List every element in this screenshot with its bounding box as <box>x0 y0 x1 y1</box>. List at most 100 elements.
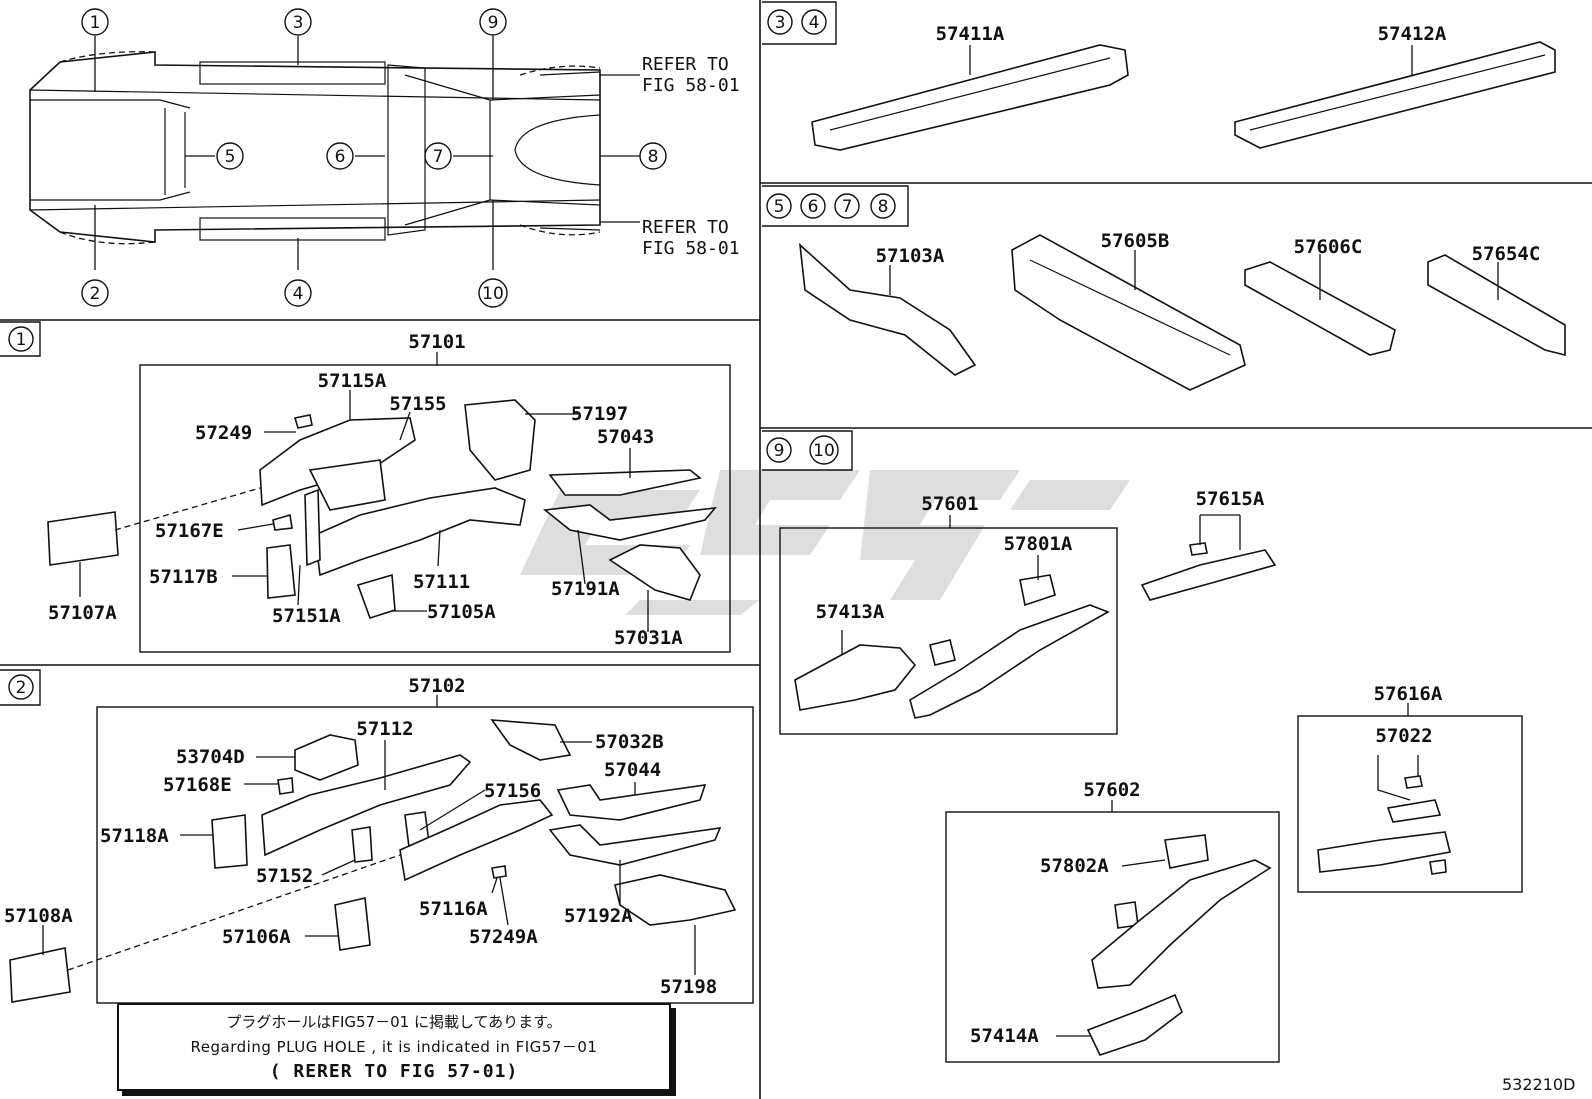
refer-lower-line1: REFER TO <box>642 217 729 238</box>
part-57155[interactable]: 57155 <box>389 393 446 415</box>
part-shape-57602-rail <box>1091 859 1272 989</box>
section-9-tag: 9 <box>774 441 785 461</box>
part-57107A[interactable]: 57107A <box>48 602 117 624</box>
part-shape-57103A <box>798 242 977 376</box>
callout-3: 3 <box>293 13 304 33</box>
refer-upper-line2[interactable]: FIG 58-01 <box>642 75 740 96</box>
group-57601[interactable]: 57601 <box>921 493 978 515</box>
section-1-tag: 1 <box>16 330 27 350</box>
section-10-tag: 10 <box>813 441 835 461</box>
section-9-10: 9 10 57601 57801A 57413A 57615A 57616A 5… <box>762 430 1523 1063</box>
part-57152[interactable]: 57152 <box>256 865 313 887</box>
part-57198[interactable]: 57198 <box>660 976 717 998</box>
part-57615A[interactable]: 57615A <box>1196 488 1265 510</box>
part-57802A[interactable]: 57802A <box>1040 855 1109 877</box>
part-shape-57198 <box>614 874 737 926</box>
refer-notes[interactable]: REFER TO FIG 58-01 REFER TO FIG 58-01 <box>642 54 740 259</box>
part-57105A[interactable]: 57105A <box>427 601 496 623</box>
part-57191A[interactable]: 57191A <box>551 578 620 600</box>
part-shape-57043 <box>548 469 702 496</box>
part-57103A[interactable]: 57103A <box>876 245 945 267</box>
group-57102[interactable]: 57102 <box>408 675 465 697</box>
part-57606C[interactable]: 57606C <box>1294 236 1363 258</box>
overview-callouts: 1 2 3 4 5 6 7 8 9 10 <box>81 8 667 308</box>
part-57106A[interactable]: 57106A <box>222 926 291 948</box>
part-shape-57115A <box>259 417 416 507</box>
part-57605B[interactable]: 57605B <box>1101 230 1170 252</box>
overview-floor-plan <box>29 36 640 270</box>
part-shape-57802A <box>1164 834 1209 869</box>
part-shape-57616A-clip <box>1429 859 1447 875</box>
group-57602[interactable]: 57602 <box>1083 779 1140 801</box>
section-3-tag: 3 <box>775 13 786 33</box>
part-shape-57031A <box>608 544 701 601</box>
note-reference-link[interactable]: ( RERER TO FIG 57-01) <box>269 1061 519 1082</box>
part-shape-57801A-b <box>929 639 956 666</box>
part-57044[interactable]: 57044 <box>604 759 661 781</box>
part-57413A[interactable]: 57413A <box>816 601 885 623</box>
part-shape-57249 <box>293 414 313 429</box>
callout-6: 6 <box>335 147 346 167</box>
note-japanese: プラグホールはFIG57－01 に掲載してあります。 <box>226 1013 562 1031</box>
part-57111[interactable]: 57111 <box>413 571 470 593</box>
document-id: 532210D <box>1502 1075 1576 1094</box>
part-57151A[interactable]: 57151A <box>272 605 341 627</box>
part-shape-57167E <box>272 513 293 531</box>
part-shape-57112 <box>261 754 472 857</box>
part-57167E[interactable]: 57167E <box>155 520 224 542</box>
group-57616A[interactable]: 57616A <box>1374 683 1443 705</box>
part-57249A[interactable]: 57249A <box>469 926 538 948</box>
part-57112[interactable]: 57112 <box>356 718 413 740</box>
part-57411A[interactable]: 57411A <box>936 23 1005 45</box>
part-57116A[interactable]: 57116A <box>419 898 488 920</box>
part-shape-57413A <box>794 644 917 711</box>
callout-8: 8 <box>648 147 659 167</box>
part-57022[interactable]: 57022 <box>1375 725 1432 747</box>
part-57412A[interactable]: 57412A <box>1378 23 1447 45</box>
part-shape-57168E <box>277 777 294 795</box>
group-57101[interactable]: 57101 <box>408 331 465 353</box>
part-57414A[interactable]: 57414A <box>970 1025 1039 1047</box>
part-shape-57152 <box>351 826 373 863</box>
part-shape-57615A <box>1140 549 1277 601</box>
part-57031A[interactable]: 57031A <box>614 627 683 649</box>
part-shape-57411A <box>811 44 1129 151</box>
part-57115A[interactable]: 57115A <box>318 370 387 392</box>
section-5-6-7-8: 5 6 7 8 57103A 57605B 57606C 57654C <box>762 185 1566 391</box>
part-shape-57118A <box>211 814 248 869</box>
section-4-tag: 4 <box>809 13 820 33</box>
part-shape-57044 <box>556 784 707 821</box>
part-57043[interactable]: 57043 <box>597 426 654 448</box>
part-57801A[interactable]: 57801A <box>1004 533 1073 555</box>
part-57654C[interactable]: 57654C <box>1472 243 1541 265</box>
part-shape-57413A-rail <box>909 604 1110 719</box>
part-shape-57616A <box>1317 831 1451 873</box>
part-57117B[interactable]: 57117B <box>149 566 218 588</box>
part-shape-57116A <box>399 799 554 882</box>
part-shape-57107A <box>47 511 119 566</box>
part-shape-57022-b <box>1386 799 1442 823</box>
callout-1: 1 <box>90 13 101 33</box>
part-57108A[interactable]: 57108A <box>4 905 73 927</box>
part-shape-57615A-clip <box>1189 542 1208 556</box>
part-57168E[interactable]: 57168E <box>163 774 232 796</box>
section-6-tag: 6 <box>808 197 819 217</box>
part-57249[interactable]: 57249 <box>195 422 252 444</box>
part-53704D[interactable]: 53704D <box>176 746 245 768</box>
part-shape-57801A <box>1019 574 1056 607</box>
section-3-4: 3 4 57411A 57412A <box>762 1 1556 151</box>
refer-lower-line2[interactable]: FIG 58-01 <box>642 238 740 259</box>
part-shape-57022-a <box>1404 775 1423 789</box>
part-shape-57606C <box>1244 261 1396 356</box>
part-57156[interactable]: 57156 <box>484 780 541 802</box>
part-57118A[interactable]: 57118A <box>100 825 169 847</box>
part-57197[interactable]: 57197 <box>571 403 628 425</box>
part-shape-57117B <box>266 544 296 599</box>
part-shape-57412A <box>1234 41 1556 149</box>
part-57192A[interactable]: 57192A <box>564 905 633 927</box>
part-shape-57197 <box>464 399 536 481</box>
part-57032B[interactable]: 57032B <box>595 731 664 753</box>
callout-7: 7 <box>433 147 444 167</box>
